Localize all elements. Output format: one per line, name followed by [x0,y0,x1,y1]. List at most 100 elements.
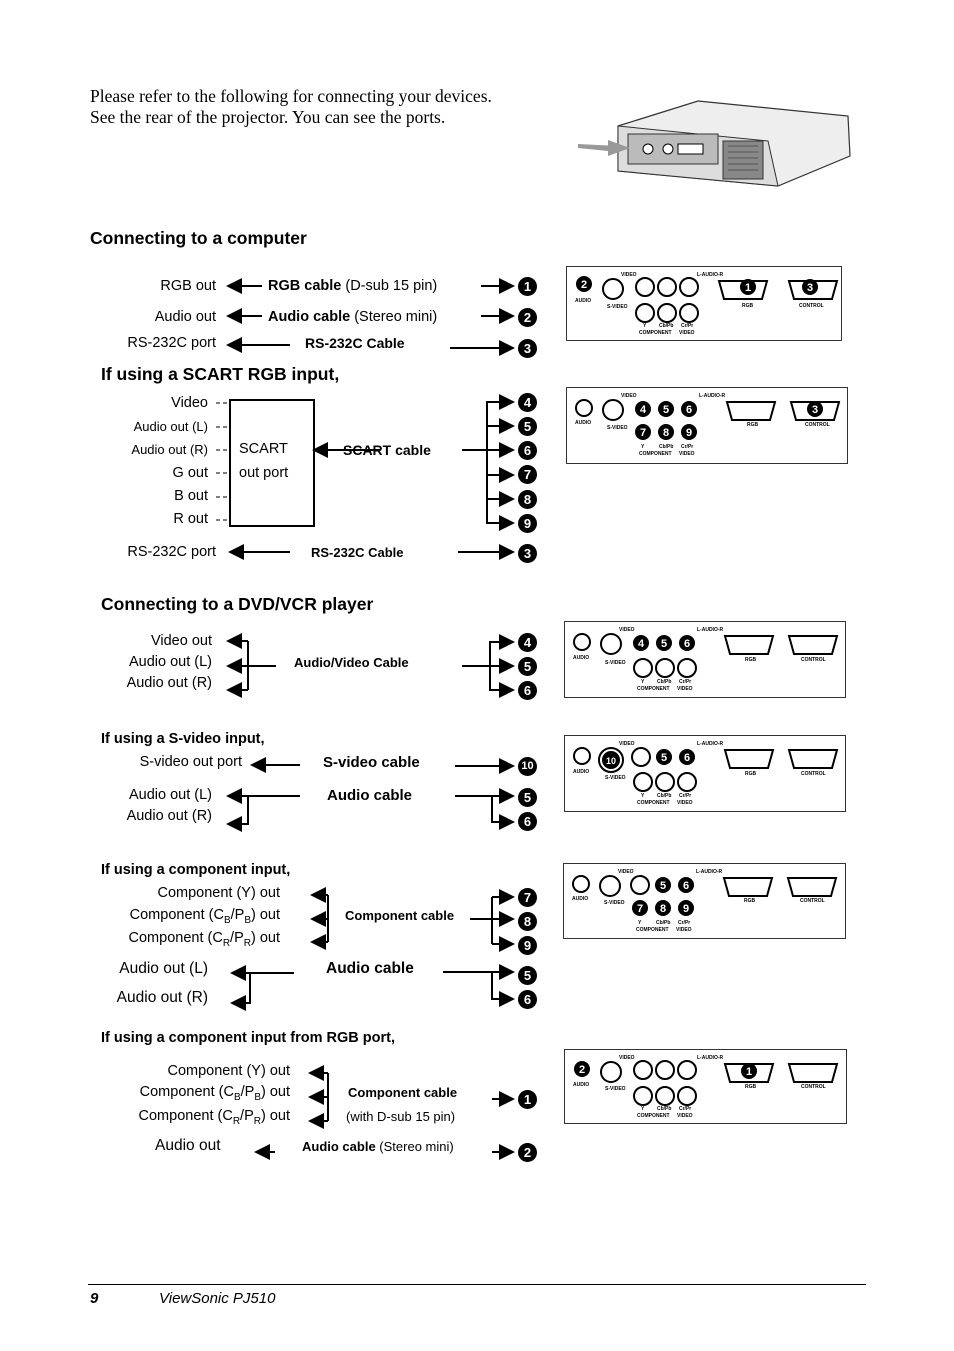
panel2-label-audio: AUDIO [575,420,591,426]
svg-text:5: 5 [661,638,667,650]
panel6-label-cb-pb: Cb/Pb [657,1106,671,1112]
component-rgb-cb-sub-2: B [254,1091,261,1103]
panel3-label-l-audio-r: L-AUDIO-R [697,627,723,633]
component-port-number-8: 8 [518,912,537,931]
panel-label-y: Y [643,323,647,329]
component-rgb-cr-out: Component (CR/PR) out [139,1108,290,1127]
svg-text:6: 6 [683,880,689,892]
port-number-5: 5 [518,417,537,436]
svg-text:5: 5 [663,404,669,416]
cable-audio: Audio cable (Stereo mini) [268,309,437,325]
panel2-label-cr-pr: Cr/Pr [681,444,693,450]
component-audio-number-5: 5 [518,966,537,985]
panel5-label-y: Y [638,920,642,926]
rear-panel-svideo-graphic: 10 5 6 VIDEO L-AUDIO-R AUDIO S-VIDEO Y C… [573,741,839,806]
panel-label-component: COMPONENT [639,330,672,336]
scart-output-b: B out [174,488,208,504]
port-number-9: 9 [518,514,537,533]
section-title-computer: Connecting to a computer [90,228,307,248]
svg-text:2: 2 [581,279,587,291]
svideo-audio-cable: Audio cable [327,787,413,804]
intro-text: Please refer to the following for connec… [90,86,492,128]
panel5-label-component: COMPONENT [636,927,669,933]
svg-text:3: 3 [812,404,818,416]
component-rgb-cr-prefix: Component (C [138,1108,233,1124]
panel2-label-rgb: RGB [747,422,759,428]
svg-text:8: 8 [663,427,669,439]
panel3-label-component: COMPONENT [637,686,670,692]
cable-component: Component cable [345,908,455,923]
panel3-label-y: Y [641,679,645,685]
component-rgb-audio-out: Audio out [155,1137,221,1154]
panel3-label-s-video: S-VIDEO [605,660,626,666]
panel5-label-s-video: S-VIDEO [604,900,625,906]
panel3-label-cb-pb: Cb/Pb [657,679,671,685]
dvd-port-number-4: 4 [518,633,537,652]
svideo-audio-out-r: Audio out (R) [126,808,212,824]
component-audio-cable: Audio cable [326,960,414,977]
panel6-label-component: COMPONENT [637,1113,670,1119]
svg-text:8: 8 [660,903,666,915]
panel4-label-cb-pb: Cb/Pb [657,793,671,799]
svg-text:7: 7 [640,427,646,439]
page-number: 9 [90,1290,99,1307]
component-cb-slash: /P [230,907,245,923]
panel6-label-control: CONTROL [801,1084,826,1090]
dvd-port-number-5: 5 [518,657,537,676]
svg-text:1: 1 [746,1066,752,1078]
panel6-label-video: VIDEO [619,1055,635,1061]
panel4-label-video-small: VIDEO [677,800,693,806]
panel5-label-control: CONTROL [800,898,825,904]
component-rgb-cb-suffix: ) out [260,1084,290,1100]
component-rgb-cable-note: (with D-sub 15 pin) [346,1109,456,1124]
rear-panel-svideo: 10 5 6 VIDEO L-AUDIO-R AUDIO S-VIDEO Y C… [564,735,846,812]
section-title-component: If using a component input, [101,862,291,878]
port-number-8: 8 [518,490,537,509]
component-rgb-cr-sub-2: R [253,1115,261,1127]
scart-output-g: G out [172,465,208,481]
port-number-1: 1 [518,277,537,296]
panel4-label-control: CONTROL [801,771,826,777]
rear-panel-computer-graphic: 2 1 3 VIDEO L-AUDIO-R AUDIO S-VIDEO Y Cb… [575,272,839,336]
scart-box-line-1: SCART [239,441,288,457]
panel3-label-cr-pr: Cr/Pr [679,679,691,685]
panel3-label-rgb: RGB [745,657,757,663]
component-rgb-y-out: Component (Y) out [167,1063,290,1079]
svg-text:5: 5 [660,880,666,892]
svg-text:1: 1 [745,282,751,294]
svg-text:5: 5 [661,752,667,764]
dvd-output-audio-r: Audio out (R) [126,675,212,691]
panel-label-cb-pb: Cb/Pb [659,323,673,329]
footer-product: ViewSonic PJ510 [159,1290,276,1307]
component-audio-number-6: 6 [518,990,537,1009]
panel6-label-video-small: VIDEO [677,1113,693,1119]
component-rgb-cb-slash: /P [240,1084,255,1100]
svideo-port-number-5: 5 [518,788,537,807]
rear-panel-dvd-graphic: 4 5 6 VIDEO L-AUDIO-R AUDIO S-VIDEO Y Cb… [573,627,839,692]
component-rgb-number-1: 1 [518,1090,537,1109]
component-cr-slash: /P [230,930,244,946]
component-port-number-9: 9 [518,936,537,955]
panel6-label-rgb: RGB [745,1084,757,1090]
svg-text:7: 7 [637,903,643,915]
component-cr-out: Component (CR/PR) out [129,930,280,949]
scart-rs232c-cable: RS-232C Cable [311,545,404,560]
component-rgb-cr-sub-1: R [232,1115,241,1127]
panel-label-video: VIDEO [621,272,637,278]
label-rgb-out: RGB out [160,278,216,294]
panel2-label-video-small: VIDEO [679,451,695,457]
projector-illustration [578,100,851,187]
scart-rs232c-number: 3 [518,544,537,563]
svg-text:6: 6 [684,638,690,650]
panel3-label-video: VIDEO [619,627,635,633]
svg-text:9: 9 [683,903,689,915]
svideo-port-number-6: 6 [518,812,537,831]
panel5-label-l-audio-r: L-AUDIO-R [696,869,722,875]
port-number-3: 3 [518,339,537,358]
section-title-dvd: Connecting to a DVD/VCR player [101,594,374,614]
svg-text:3: 3 [807,282,813,294]
panel4-label-video: VIDEO [619,741,635,747]
cable-rgb-note: (D-sub 15 pin) [341,278,438,294]
panel2-label-s-video: S-VIDEO [607,425,628,431]
component-rgb-audio-cable: Audio cable (Stereo mini) [302,1139,454,1154]
